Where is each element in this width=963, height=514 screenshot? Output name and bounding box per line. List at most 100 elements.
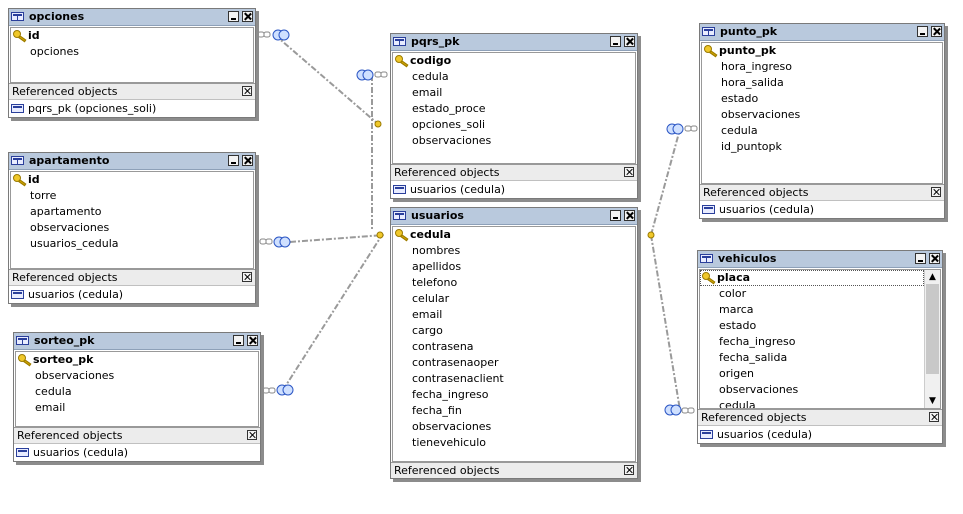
close-button[interactable]: [242, 11, 253, 22]
field-row[interactable]: apartamento: [30, 205, 102, 218]
field-row[interactable]: hora_ingreso: [721, 60, 792, 73]
field-row[interactable]: contrasena: [412, 340, 474, 353]
field-row[interactable]: cedula: [719, 399, 756, 409]
minimize-button[interactable]: [228, 11, 239, 22]
field-list[interactable]: sorteo_pk observaciones cedula email: [15, 351, 259, 427]
close-button[interactable]: [242, 155, 253, 166]
minimize-button[interactable]: [228, 155, 239, 166]
field-row[interactable]: apellidos: [412, 260, 462, 273]
field-row[interactable]: observaciones: [412, 134, 492, 147]
field-row[interactable]: marca: [719, 303, 754, 316]
field-row[interactable]: observaciones: [30, 221, 110, 234]
table-header[interactable]: sorteo_pk: [14, 333, 260, 350]
close-button[interactable]: [929, 253, 940, 264]
reference-item[interactable]: usuarios (cedula): [391, 181, 637, 198]
close-icon[interactable]: [624, 167, 634, 177]
field-row[interactable]: cedula: [721, 124, 758, 137]
close-icon[interactable]: [242, 272, 252, 282]
close-icon[interactable]: [242, 86, 252, 96]
table-header[interactable]: vehiculos: [698, 251, 942, 268]
table-header[interactable]: punto_pk: [700, 24, 944, 41]
field-row[interactable]: torre: [30, 189, 57, 202]
field-row[interactable]: observaciones: [35, 369, 115, 382]
minimize-button[interactable]: [233, 335, 244, 346]
field-row[interactable]: fecha_ingreso: [719, 335, 796, 348]
field-row[interactable]: sorteo_pk: [16, 352, 258, 368]
field-row[interactable]: cedula: [412, 70, 449, 83]
table-punto-pk[interactable]: punto_pk punto_pk hora_ingreso hora_sali…: [699, 23, 945, 219]
reference-item[interactable]: usuarios (cedula): [698, 426, 942, 443]
field-list[interactable]: codigo cedula email estado_proce opcione…: [392, 52, 636, 164]
field-row[interactable]: estado: [721, 92, 759, 105]
field-row[interactable]: nombres: [412, 244, 461, 257]
field-row[interactable]: tienevehiculo: [412, 436, 486, 449]
field-row[interactable]: opciones: [30, 45, 80, 58]
close-icon[interactable]: [247, 430, 257, 440]
scroll-thumb[interactable]: [926, 284, 939, 374]
field-row[interactable]: cedula: [393, 227, 635, 243]
minimize-button[interactable]: [610, 210, 621, 221]
scroll-up-icon[interactable]: ▲: [929, 272, 936, 282]
field-row[interactable]: contrasenaclient: [412, 372, 504, 385]
field-list[interactable]: id opciones: [10, 27, 254, 83]
field-row[interactable]: observaciones: [721, 108, 801, 121]
close-button[interactable]: [624, 36, 635, 47]
table-header[interactable]: pqrs_pk: [391, 34, 637, 51]
field-row[interactable]: hora_salida: [721, 76, 784, 89]
field-row[interactable]: placa: [700, 270, 924, 286]
field-row[interactable]: id: [11, 172, 253, 188]
scroll-down-icon[interactable]: ▼: [929, 396, 936, 406]
field-row[interactable]: email: [35, 401, 66, 414]
field-list[interactable]: id torre apartamento observaciones usuar…: [10, 171, 254, 269]
field-list[interactable]: placa color marca estado fecha_ingreso f…: [699, 269, 941, 409]
table-usuarios[interactable]: usuarios cedula nombres apellidos telefo…: [390, 207, 638, 479]
table-opciones[interactable]: opciones id opciones Referenced objects …: [8, 8, 256, 118]
reference-item[interactable]: usuarios (cedula): [700, 201, 944, 218]
field-row[interactable]: estado: [719, 319, 757, 332]
close-icon[interactable]: [929, 412, 939, 422]
field-list[interactable]: punto_pk hora_ingreso hora_salida estado…: [701, 42, 943, 184]
field-row[interactable]: telefono: [412, 276, 458, 289]
table-icon: [702, 27, 715, 36]
reference-item[interactable]: usuarios (cedula): [14, 444, 260, 461]
field-row[interactable]: observaciones: [412, 420, 492, 433]
table-header[interactable]: usuarios: [391, 208, 637, 225]
minimize-button[interactable]: [610, 36, 621, 47]
table-header[interactable]: opciones: [9, 9, 255, 26]
table-pqrs-pk[interactable]: pqrs_pk codigo cedula email estado_proce…: [390, 33, 638, 199]
field-row[interactable]: cedula: [35, 385, 72, 398]
field-row[interactable]: codigo: [393, 53, 635, 69]
field-row[interactable]: cargo: [412, 324, 443, 337]
close-button[interactable]: [624, 210, 635, 221]
table-sorteo-pk[interactable]: sorteo_pk sorteo_pk observaciones cedula…: [13, 332, 261, 462]
field-row[interactable]: punto_pk: [702, 43, 942, 59]
field-row[interactable]: email: [412, 308, 443, 321]
field-row[interactable]: id: [11, 28, 253, 44]
field-row[interactable]: opciones_soli: [412, 118, 486, 131]
field-row[interactable]: celular: [412, 292, 450, 305]
minimize-button[interactable]: [917, 26, 928, 37]
vertical-scrollbar[interactable]: ▲ ▼: [924, 270, 940, 408]
field-row[interactable]: fecha_fin: [412, 404, 462, 417]
field-row[interactable]: id_puntopk: [721, 140, 782, 153]
close-button[interactable]: [247, 335, 258, 346]
reference-item[interactable]: usuarios (cedula): [9, 286, 255, 303]
table-apartamento[interactable]: apartamento id torre apartamento observa…: [8, 152, 256, 304]
minimize-button[interactable]: [915, 253, 926, 264]
table-header[interactable]: apartamento: [9, 153, 255, 170]
close-icon[interactable]: [624, 465, 634, 475]
close-button[interactable]: [931, 26, 942, 37]
table-vehiculos[interactable]: vehiculos placa color marca estado fecha…: [697, 250, 943, 444]
field-list[interactable]: cedula nombres apellidos telefono celula…: [392, 226, 636, 462]
field-row[interactable]: observaciones: [719, 383, 799, 396]
field-row[interactable]: fecha_salida: [719, 351, 788, 364]
field-row[interactable]: fecha_ingreso: [412, 388, 489, 401]
field-row[interactable]: contrasenaoper: [412, 356, 499, 369]
field-row[interactable]: estado_proce: [412, 102, 486, 115]
field-row[interactable]: origen: [719, 367, 755, 380]
field-row[interactable]: color: [719, 287, 747, 300]
reference-item[interactable]: pqrs_pk (opciones_soli): [9, 100, 255, 117]
close-icon[interactable]: [931, 187, 941, 197]
field-row[interactable]: usuarios_cedula: [30, 237, 119, 250]
field-row[interactable]: email: [412, 86, 443, 99]
